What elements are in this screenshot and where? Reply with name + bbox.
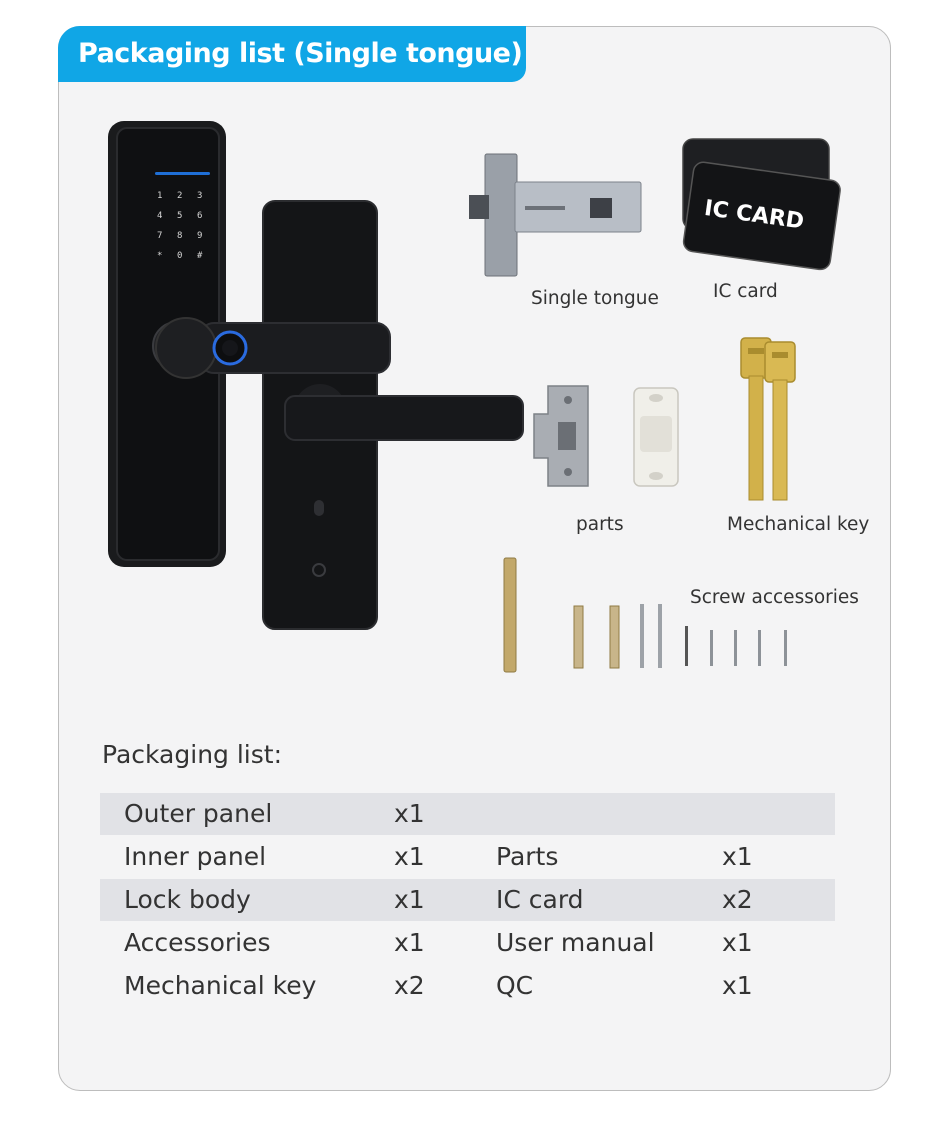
table-row: Lock body x1 IC card x2 <box>100 879 835 921</box>
single-tongue-lock-body-image <box>469 153 642 277</box>
key-8: 8 <box>177 231 182 241</box>
item-name: Inner panel <box>124 842 267 871</box>
table-row: Inner panel x1 Parts x1 <box>100 836 835 878</box>
item-quantity: x2 <box>722 885 753 914</box>
item-name: QC <box>496 971 534 1000</box>
item-quantity: x1 <box>722 971 753 1000</box>
table-row: Accessories x1 User manual x1 <box>100 922 835 964</box>
key-2: 2 <box>177 191 182 201</box>
mechanical-key-image <box>740 337 796 501</box>
key-hash: # <box>197 251 203 261</box>
item-name: Mechanical key <box>124 971 317 1000</box>
parts-label: parts <box>576 514 624 535</box>
key-1: 1 <box>157 191 162 201</box>
item-quantity: x1 <box>722 928 753 957</box>
key-star: * <box>157 251 162 261</box>
ic-card-image: IC CARD <box>682 138 841 271</box>
packaging-list-table: Outer panel x1 Inner panel x1 Parts x1 L… <box>100 793 835 1008</box>
inner-handle-image <box>284 395 524 441</box>
outer-handle-image <box>155 317 391 379</box>
item-name: Lock body <box>124 885 251 914</box>
item-quantity: x1 <box>722 842 753 871</box>
item-quantity: x2 <box>394 971 425 1000</box>
key-5: 5 <box>177 211 182 221</box>
packaging-list-heading: Packaging list: <box>102 740 282 769</box>
keypad-digits: 1 2 3 4 5 6 7 8 9 * 0 # <box>157 191 203 261</box>
single-tongue-label: Single tongue <box>531 288 659 309</box>
item-name: Accessories <box>124 928 271 957</box>
item-quantity: x1 <box>394 885 425 914</box>
item-name: User manual <box>496 928 655 957</box>
screw-accessories-image <box>503 557 787 673</box>
key-4: 4 <box>157 211 162 221</box>
key-3: 3 <box>197 191 202 201</box>
item-quantity: x1 <box>394 799 425 828</box>
key-0: 0 <box>177 251 182 261</box>
key-6: 6 <box>197 211 202 221</box>
page-title: Packaging list (Single tongue) <box>58 26 526 82</box>
screw-accessories-label: Screw accessories <box>690 587 859 608</box>
item-name: IC card <box>496 885 584 914</box>
mechanical-key-label: Mechanical key <box>727 514 870 535</box>
table-row: Outer panel x1 <box>100 793 835 835</box>
key-7: 7 <box>157 231 162 241</box>
item-name: Outer panel <box>124 799 273 828</box>
item-quantity: x1 <box>394 842 425 871</box>
key-9: 9 <box>197 231 202 241</box>
ic-card-label: IC card <box>713 281 778 302</box>
item-name: Parts <box>496 842 559 871</box>
item-quantity: x1 <box>394 928 425 957</box>
table-row: Mechanical key x2 QC x1 <box>100 965 835 1007</box>
parts-image <box>533 385 679 487</box>
